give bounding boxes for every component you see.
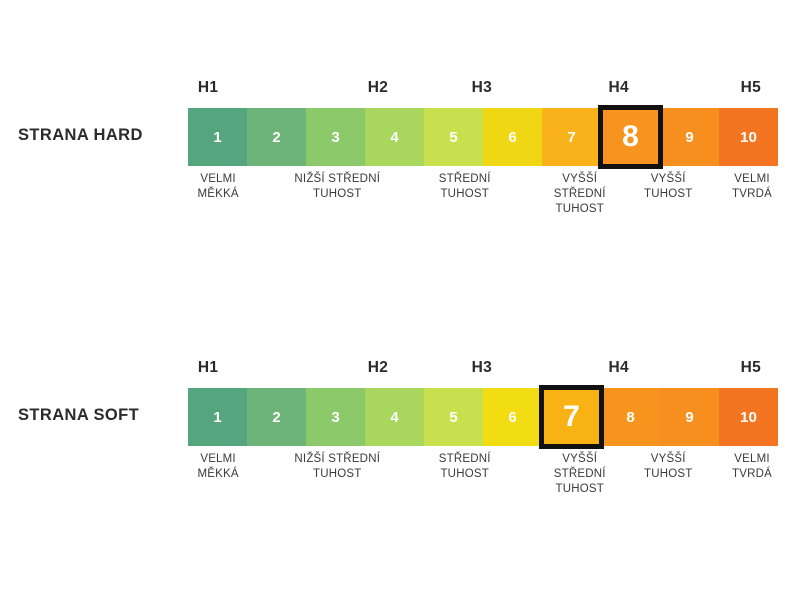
segment-number: 8 xyxy=(626,408,635,426)
bar-segment-9-soft[interactable]: 9 xyxy=(660,388,719,446)
caption-3-soft: STŘEDNÍ TUHOST xyxy=(438,453,491,480)
segment-number: 1 xyxy=(213,408,222,426)
bar-segment-7-soft[interactable]: 7 xyxy=(539,385,604,449)
h-mark-h1-hard: H1 xyxy=(197,79,219,96)
h-mark-h2-soft: H2 xyxy=(367,359,389,376)
h-marks-row-soft: H1 H2 H3 H4 H5 xyxy=(188,358,778,380)
segment-number: 2 xyxy=(272,128,281,146)
caption-5-soft: VYŠŠÍ TUHOST xyxy=(644,453,693,480)
segment-number: 5 xyxy=(449,128,458,146)
segment-number: 8 xyxy=(622,120,639,153)
segment-number: 6 xyxy=(508,128,517,146)
segment-number: 1 xyxy=(213,128,222,146)
segment-number: 2 xyxy=(272,408,281,426)
segment-number: 10 xyxy=(740,128,757,146)
segment-number: 4 xyxy=(390,408,399,426)
bar-segment-10-soft[interactable]: 10 xyxy=(719,388,778,446)
bar-segment-3-soft[interactable]: 3 xyxy=(306,388,365,446)
bar-segment-6-soft[interactable]: 6 xyxy=(483,388,542,446)
segment-number: 9 xyxy=(685,128,694,146)
bar-segment-2-soft[interactable]: 2 xyxy=(247,388,306,446)
segment-number: 10 xyxy=(740,408,757,426)
caption-row-hard: VELMI MĚKKÁ NIŽŠÍ STŘEDNÍ TUHOST STŘEDNÍ T… xyxy=(188,172,778,236)
segment-number: 4 xyxy=(390,128,399,146)
bar-segment-1-hard[interactable]: 1 xyxy=(188,108,247,166)
bar-segment-4-hard[interactable]: 4 xyxy=(365,108,424,166)
h-mark-h2-hard: H2 xyxy=(367,79,389,96)
h-marks-row-hard: H1 H2 H3 H4 H5 xyxy=(188,78,778,100)
segment-number: 7 xyxy=(567,128,576,146)
h-mark-h5-hard: H5 xyxy=(740,79,762,96)
bar-segment-7-hard[interactable]: 7 xyxy=(542,108,601,166)
caption-2-soft: NIŽŠÍ STŘEDNÍ TUHOST xyxy=(294,453,381,480)
hardness-bar-hard: 1 2 3 4 5 6 7 8 9 10 xyxy=(188,105,778,169)
bar-segment-6-hard[interactable]: 6 xyxy=(483,108,542,166)
bar-segment-9-hard[interactable]: 9 xyxy=(660,108,719,166)
h-mark-h1-soft: H1 xyxy=(197,359,219,376)
bar-segment-2-hard[interactable]: 2 xyxy=(247,108,306,166)
caption-row-soft: VELMI MĚKKÁ NIŽŠÍ STŘEDNÍ TUHOST STŘEDNÍ T… xyxy=(188,452,778,516)
caption-1-soft: VELMI MĚKKÁ xyxy=(197,453,239,480)
bar-segment-1-soft[interactable]: 1 xyxy=(188,388,247,446)
row-label-soft: STRANA SOFT xyxy=(18,406,140,424)
caption-2-hard: NIŽŠÍ STŘEDNÍ TUHOST xyxy=(294,173,381,200)
bar-segment-5-soft[interactable]: 5 xyxy=(424,388,483,446)
bar-segment-4-soft[interactable]: 4 xyxy=(365,388,424,446)
caption-4-hard: VYŠŠÍ STŘEDNÍ TUHOST xyxy=(553,173,606,215)
caption-1-hard: VELMI MĚKKÁ xyxy=(197,173,239,200)
bar-segment-8-hard[interactable]: 8 xyxy=(598,105,663,169)
caption-3-hard: STŘEDNÍ TUHOST xyxy=(438,173,491,200)
row-label-hard: STRANA HARD xyxy=(18,126,143,144)
hardness-bar-soft: 1 2 3 4 5 6 7 8 9 10 xyxy=(188,385,778,449)
caption-4-soft: VYŠŠÍ STŘEDNÍ TUHOST xyxy=(553,453,606,495)
caption-6-soft: VELMI TVRDÁ xyxy=(732,453,773,480)
bar-segment-3-hard[interactable]: 3 xyxy=(306,108,365,166)
bar-segment-5-hard[interactable]: 5 xyxy=(424,108,483,166)
segment-number: 7 xyxy=(563,400,580,433)
bar-segment-10-hard[interactable]: 10 xyxy=(719,108,778,166)
segment-number: 3 xyxy=(331,408,340,426)
h-mark-h4-soft: H4 xyxy=(608,359,629,376)
segment-number: 5 xyxy=(449,408,458,426)
h-mark-h3-hard: H3 xyxy=(471,79,493,96)
h-mark-h3-soft: H3 xyxy=(471,359,493,376)
h-mark-h5-soft: H5 xyxy=(740,359,762,376)
caption-5-hard: VYŠŠÍ TUHOST xyxy=(644,173,693,200)
h-mark-h4-hard: H4 xyxy=(608,79,629,96)
segment-number: 9 xyxy=(685,408,694,426)
bar-segment-8-soft[interactable]: 8 xyxy=(601,388,660,446)
segment-number: 6 xyxy=(508,408,517,426)
caption-6-hard: VELMI TVRDÁ xyxy=(732,173,773,200)
segment-number: 3 xyxy=(331,128,340,146)
